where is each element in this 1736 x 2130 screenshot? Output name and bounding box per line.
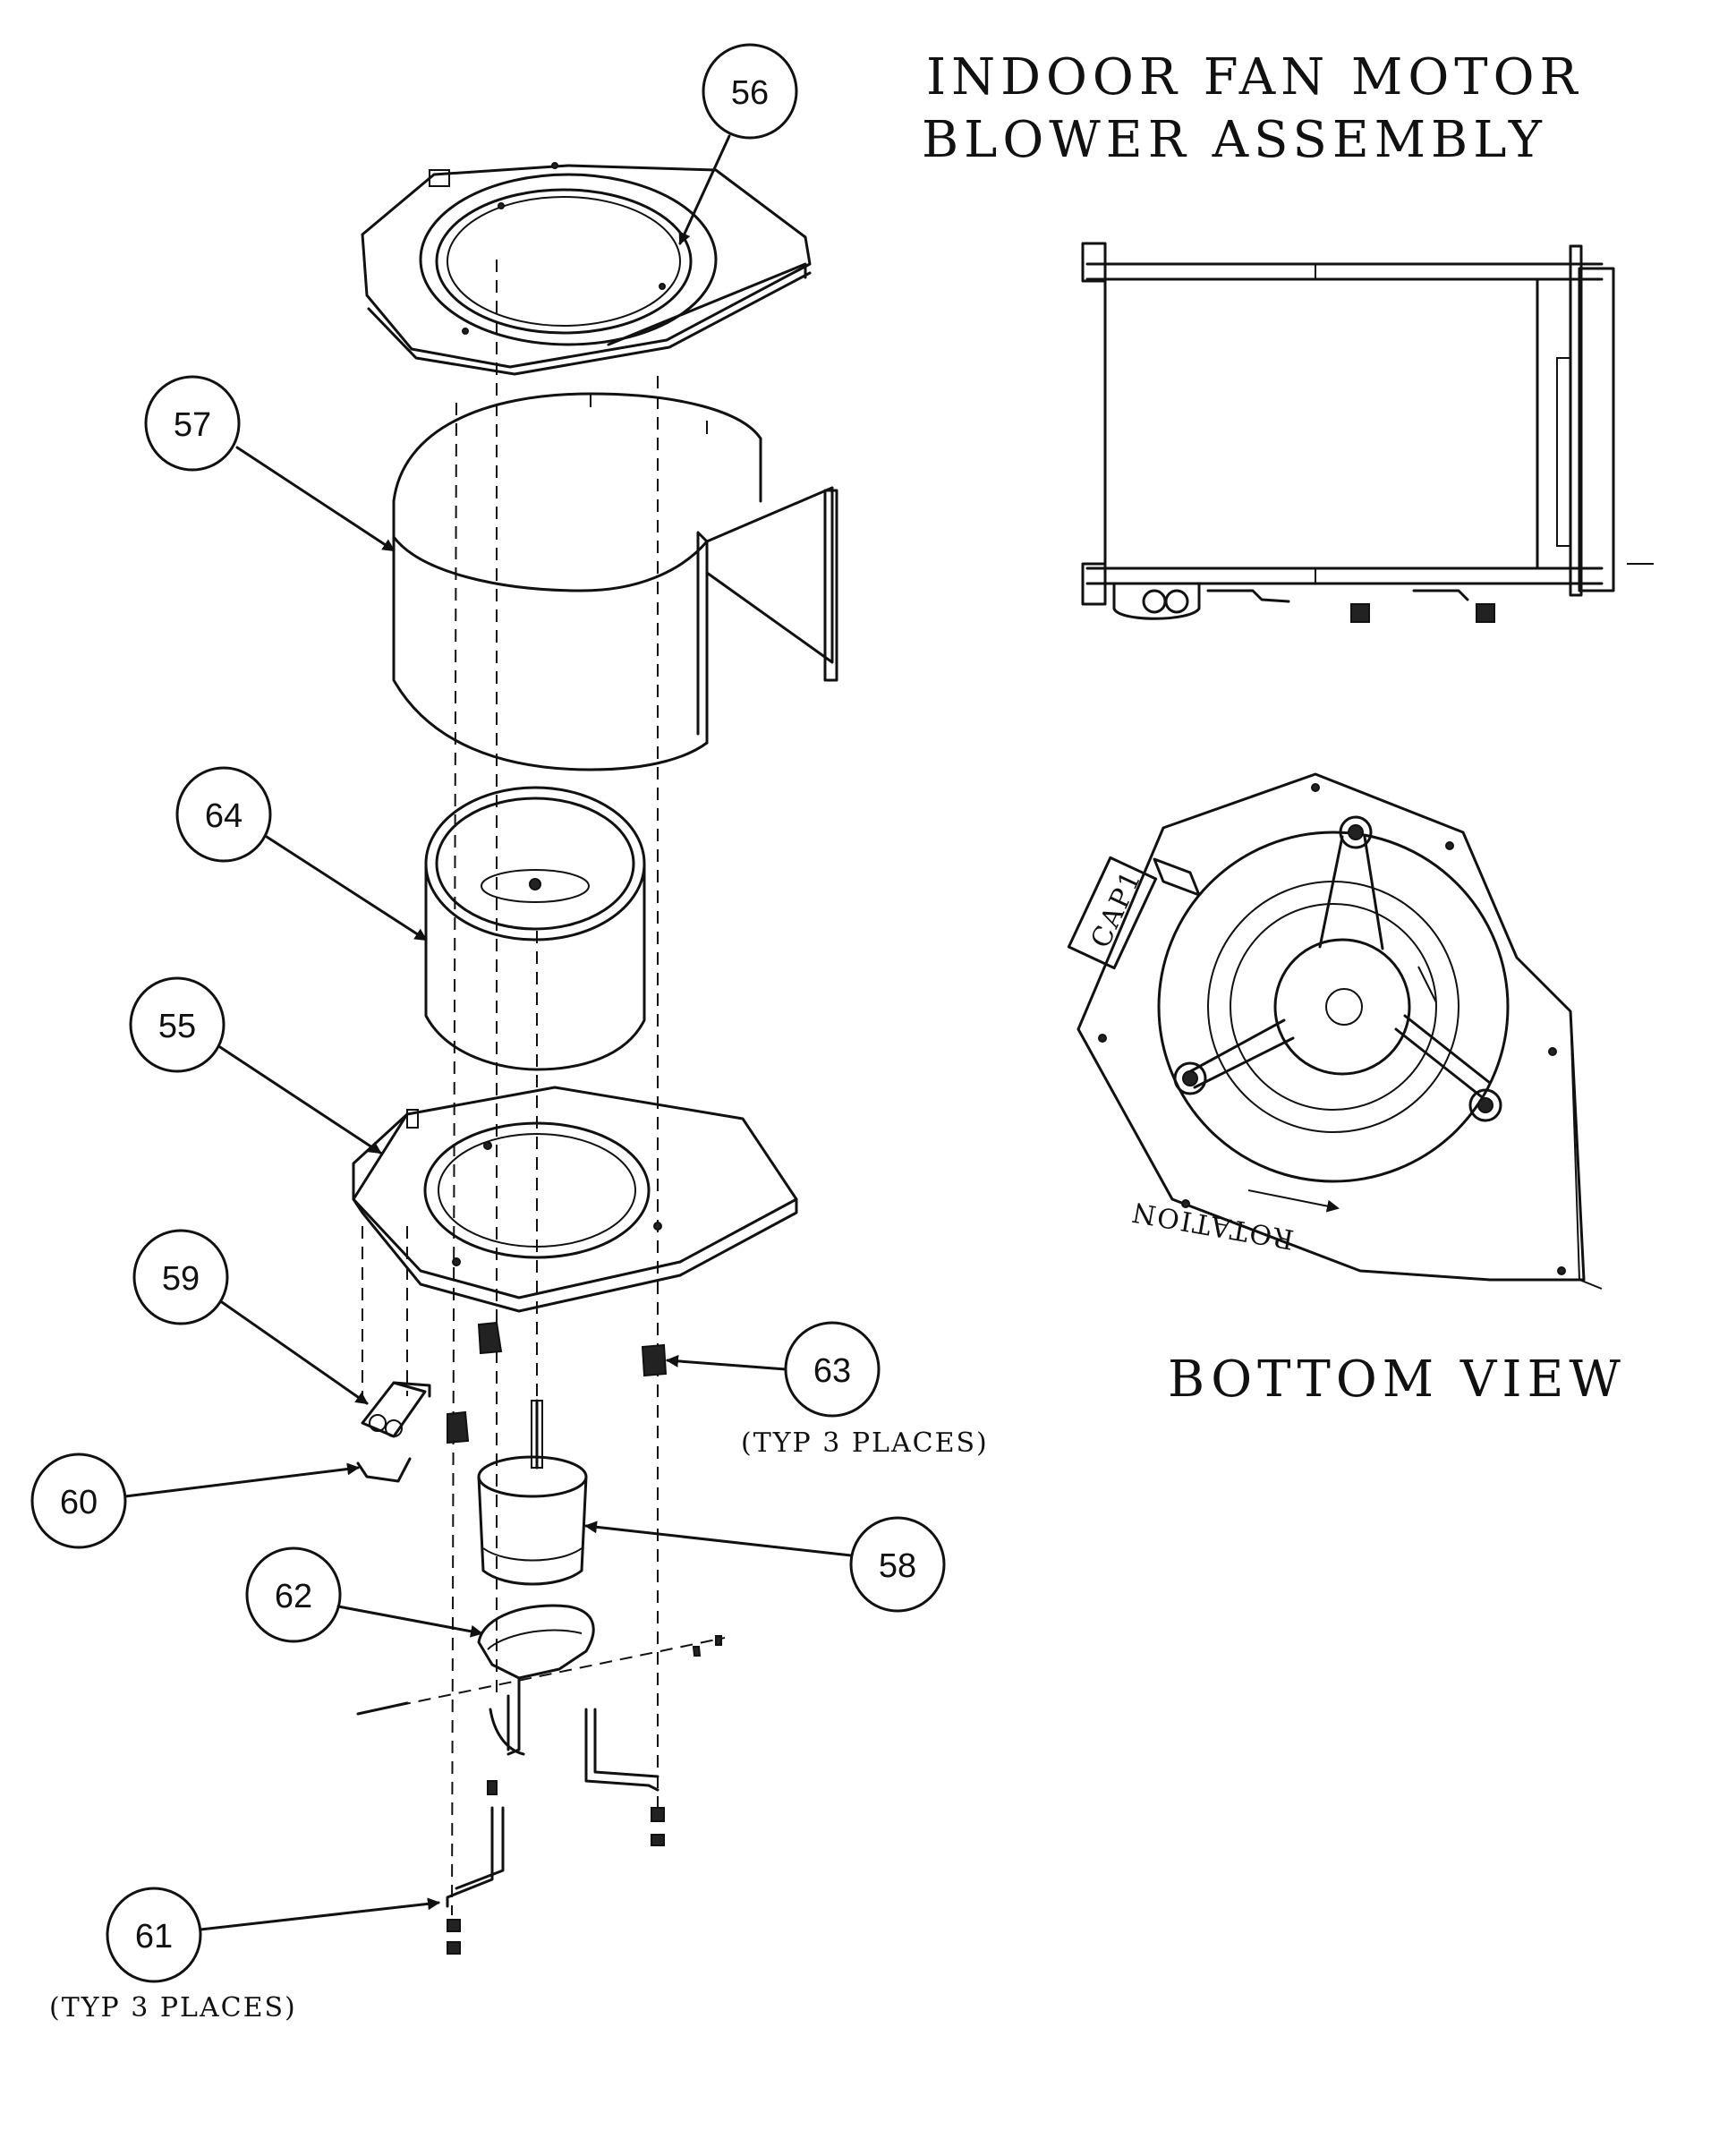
blower-wheel [424,786,646,1071]
callout-55: 55 [129,976,382,1154]
callout-57: 57 [144,375,396,552]
scroll-housing-wrap [392,392,838,771]
callout-64: 64 [175,766,428,941]
callout-63: 63 [666,1321,881,1418]
motor-grommets [447,1321,668,1444]
svg-text:60: 60 [60,1484,98,1521]
typ-note-63: (TYP 3 PLACES) [741,1427,989,1459]
capacitor-clamp [356,1457,412,1483]
callout-59: 59 [132,1229,369,1405]
title-line-2: BLOWER ASSEMBLY [922,111,1547,169]
assembly-axis-lines [357,260,726,1916]
bottom-housing-plate [352,1086,798,1313]
rotation-label: ROTATION [1128,1196,1297,1255]
svg-text:62: 62 [275,1578,312,1615]
fan-motor [477,1399,588,1586]
svg-text:61: 61 [135,1918,173,1955]
svg-text:56: 56 [731,74,769,112]
svg-text:63: 63 [813,1352,851,1390]
side-view [1081,242,1654,623]
svg-text:59: 59 [162,1260,200,1298]
bottom-view-drawing: CAP1 ROTATION [1067,772,1603,1290]
callout-62: 62 [245,1546,483,1643]
svg-text:58: 58 [879,1547,916,1585]
callout-58: 58 [584,1516,946,1613]
callout-61: 61 [106,1887,440,1983]
svg-text:64: 64 [205,797,243,835]
motor-mount-legs [446,1676,665,1955]
callout-56: 56 [678,43,798,245]
title-line-1: INDOOR FAN MOTOR [926,48,1583,106]
motor-mount-band [356,1604,722,1716]
bottom-view-label: BOTTOM VIEW [1168,1350,1626,1409]
typ-note-61: (TYP 3 PLACES) [49,1992,297,2024]
top-housing-plate [361,162,812,376]
callout-60: 60 [30,1453,360,1549]
svg-text:55: 55 [158,1008,196,1045]
capacitor [361,1381,431,1438]
capacitor-label: CAP1 [1085,865,1149,953]
svg-text:57: 57 [174,406,211,444]
